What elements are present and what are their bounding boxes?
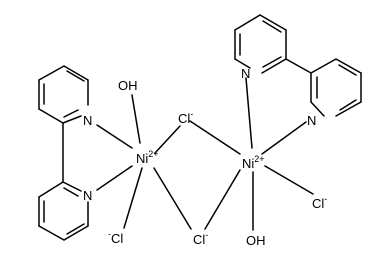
hydroxide-label-left: OH xyxy=(118,78,138,93)
left-lower-pyridine-ring xyxy=(38,181,89,241)
nickel-symbol-right: Ni xyxy=(242,156,254,171)
nickel-charge-right: 2+ xyxy=(254,154,264,164)
nitrogen-label-left-upper: N xyxy=(83,113,92,128)
chloride-label-bottom-bridge: Cl- xyxy=(193,230,208,247)
chloride-symbol: Cl xyxy=(193,232,205,247)
chloride-charge: - xyxy=(108,229,111,239)
chloride-symbol: Cl xyxy=(312,196,324,211)
chloride-symbol: Cl xyxy=(111,231,123,246)
nickel-symbol-left: Ni xyxy=(136,151,148,166)
nickel-label-right: Ni2+ xyxy=(242,154,265,171)
nickel-label-left: Ni2+ xyxy=(136,149,159,166)
nitrogen-label-right-lower: N xyxy=(307,113,316,128)
chloride-symbol: Cl xyxy=(178,111,190,126)
nitrogen-label-right-upper: N xyxy=(241,66,250,81)
nitrogen-label-left-lower: N xyxy=(83,188,92,203)
chloride-label-top-bridge: Cl- xyxy=(178,109,193,126)
chloride-label-left: -Cl xyxy=(108,229,123,246)
chloride-charge: - xyxy=(324,194,327,204)
left-upper-pyridine-ring xyxy=(38,65,89,124)
chloride-label-right: Cl- xyxy=(312,194,327,211)
nickel-charge-left: 2+ xyxy=(148,149,158,159)
hydroxide-label-right: OH xyxy=(246,233,266,248)
right-lower-pyridine-ring xyxy=(285,58,362,117)
right-upper-pyridine-ring xyxy=(234,14,287,74)
coordination-bonds xyxy=(96,77,314,231)
chloride-charge: - xyxy=(190,109,193,119)
chloride-charge: - xyxy=(205,230,208,240)
